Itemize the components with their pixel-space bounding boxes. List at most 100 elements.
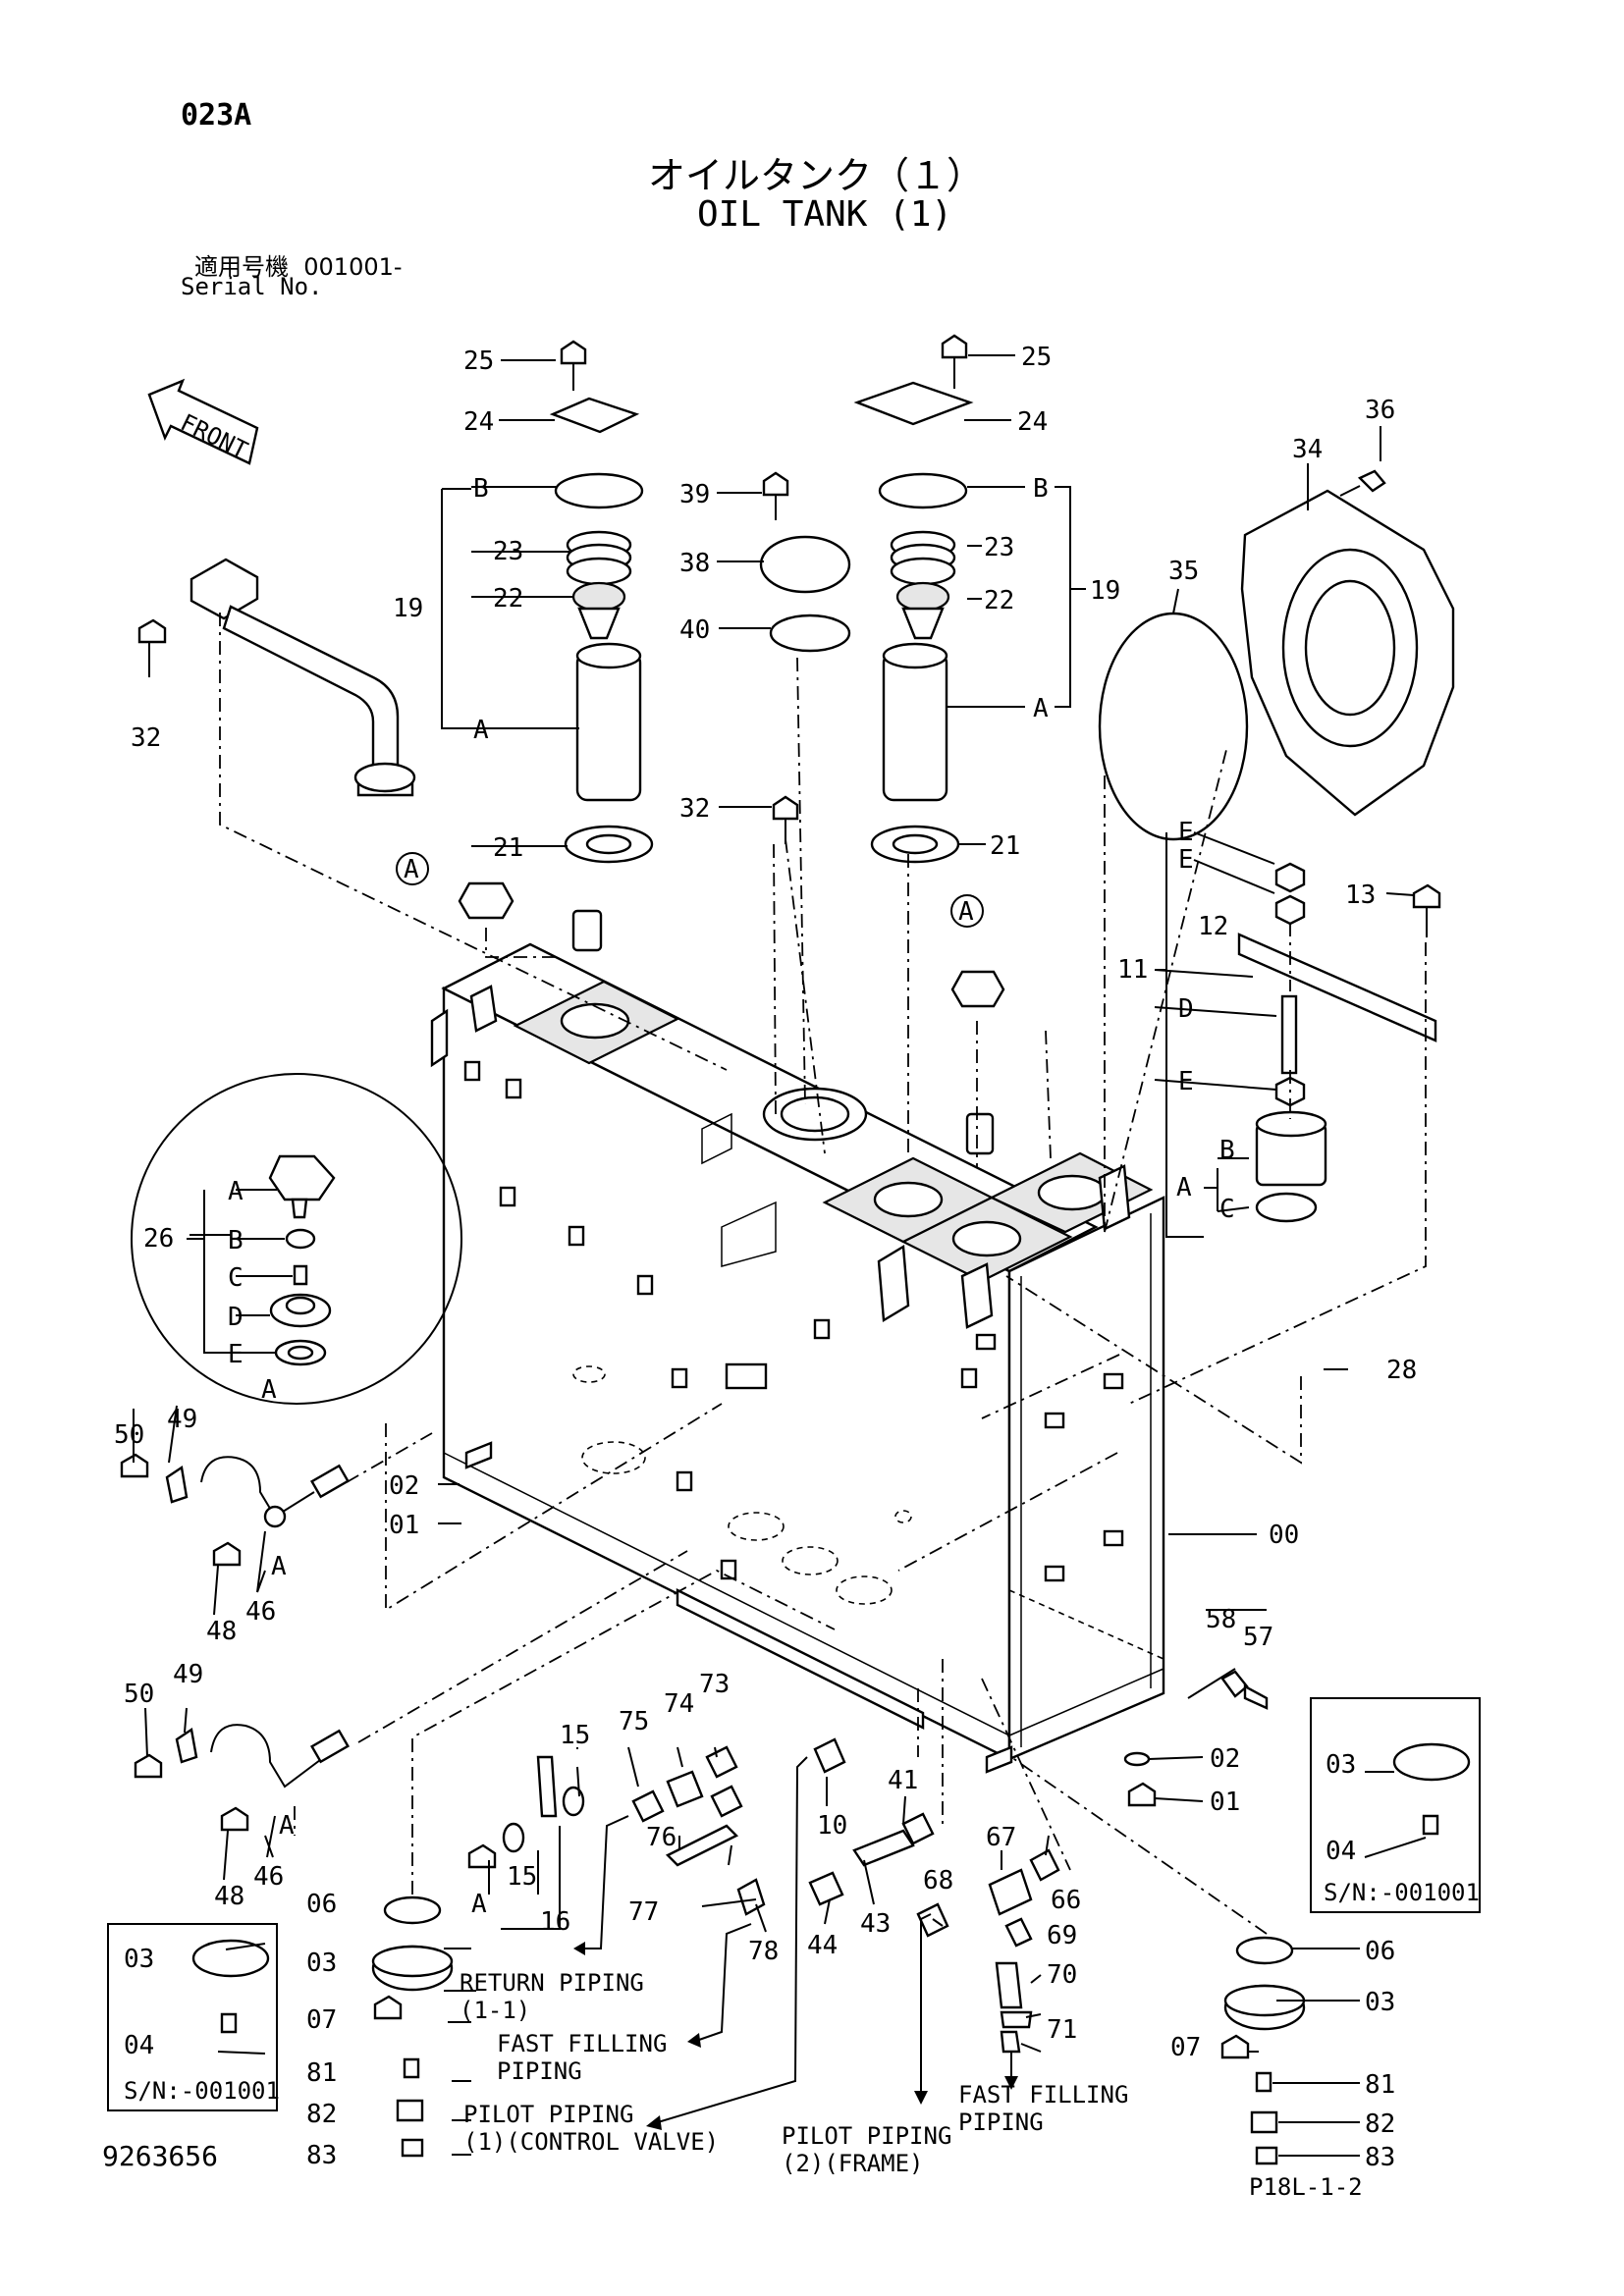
callout-02-right: 02 [1210, 1744, 1240, 1774]
callout-76: 76 [646, 1823, 677, 1852]
callout-23-right: 23 [984, 533, 1014, 562]
callout-77: 77 [628, 1897, 659, 1927]
callout-c-breather: C [1219, 1195, 1235, 1224]
callout-22-right: 22 [984, 586, 1014, 615]
callout-50-lower: 50 [124, 1680, 154, 1709]
callout-24-right: 24 [1017, 407, 1048, 437]
svg-text:A: A [404, 855, 419, 884]
title-english: OIL TANK (1) [697, 194, 953, 235]
callout-71: 71 [1047, 2015, 1077, 2045]
callout-detail-e: E [228, 1340, 244, 1369]
callout-a-hose: A [471, 1890, 487, 1919]
note-return-piping: RETURN PIPING [460, 1969, 644, 1997]
inset-left: 03 04 S/N:-001001 [107, 1923, 280, 2111]
callout-69: 69 [1047, 1921, 1077, 1950]
callout-48-lower: 48 [214, 1882, 244, 1911]
inset-left-04: 04 [124, 2031, 154, 2060]
callout-74: 74 [664, 1689, 694, 1719]
callout-82-right: 82 [1365, 2109, 1395, 2139]
callout-78: 78 [748, 1937, 779, 1966]
callout-32-left: 32 [131, 723, 161, 753]
breather-assembly [1237, 862, 1441, 1223]
callout-a-left: A [473, 716, 489, 745]
callout-46-upper: 46 [245, 1597, 276, 1627]
callout-21-left: 21 [493, 833, 523, 863]
drain-assembly-left [371, 1896, 454, 2158]
leader-lines [133, 354, 1427, 2157]
callout-15-lower: 15 [507, 1862, 537, 1892]
sensor-cable-upper [120, 1453, 350, 1567]
callout-50-upper: 50 [114, 1420, 144, 1450]
note-pilot-piping-2: PILOT PIPING [782, 2122, 951, 2150]
callout-35: 35 [1168, 557, 1199, 586]
callout-49-upper: 49 [167, 1405, 197, 1434]
inset-left-03: 03 [124, 1945, 154, 1974]
callout-34: 34 [1292, 435, 1323, 464]
callout-73: 73 [699, 1670, 730, 1699]
callout-01-left: 01 [389, 1511, 419, 1540]
sensor-cable-lower [134, 1724, 350, 1832]
reference-lines [219, 613, 1427, 1935]
piping-arrows [573, 1756, 1018, 2130]
serial-label-en: Serial No. [181, 273, 323, 300]
inset-right-04: 04 [1326, 1837, 1356, 1866]
callout-a-wire-lower: A [279, 1811, 295, 1841]
oil-tank-body [430, 942, 1165, 1774]
callout-a-wire-upper: A [271, 1552, 287, 1581]
callout-36: 36 [1365, 396, 1395, 425]
callout-b-right: B [1033, 474, 1049, 504]
side-cover [1098, 469, 1455, 841]
filter-assembly-right [853, 334, 974, 864]
lower-fittings [467, 1670, 1269, 2054]
inset-right-03: 03 [1326, 1750, 1356, 1780]
callout-b-left: B [473, 474, 489, 504]
inset-left-serial: S/N:-001001 [124, 2077, 280, 2105]
callout-12: 12 [1198, 912, 1228, 941]
callout-e-3: E [1178, 1067, 1194, 1096]
serial-value: 001001- [303, 253, 403, 281]
callout-a-right: A [1033, 694, 1049, 723]
callout-83-left: 83 [306, 2141, 337, 2170]
note-pilot-piping-1: PILOT PIPING [463, 2101, 633, 2128]
callout-d-right: D [1178, 994, 1194, 1024]
note-fast-filling-a: FAST FILLING [497, 2030, 667, 2057]
callout-49-lower: 49 [173, 1660, 203, 1689]
callout-01-right: 01 [1210, 1788, 1240, 1817]
callout-06-left: 06 [306, 1890, 337, 1919]
callout-39: 39 [679, 480, 710, 509]
callout-41: 41 [888, 1766, 918, 1795]
callout-66: 66 [1051, 1886, 1081, 1915]
inset-right: 03 04 S/N:-001001 [1310, 1697, 1481, 1913]
callout-15-upper: 15 [560, 1721, 590, 1750]
filter-assembly-left [549, 340, 654, 864]
callout-81-left: 81 [306, 2058, 337, 2088]
callout-67: 67 [986, 1823, 1016, 1852]
callout-38: 38 [679, 549, 710, 578]
piping-notes: RETURN PIPING (1-1) FAST FILLING PIPING … [460, 1969, 1128, 2177]
callout-detail-c: C [228, 1263, 244, 1293]
callout-21-right: 21 [990, 831, 1020, 861]
callout-19-right: 19 [1090, 576, 1120, 606]
callout-48-upper: 48 [206, 1617, 237, 1646]
breather-a-left [396, 852, 603, 952]
callout-02-left: 02 [389, 1471, 419, 1501]
note-pilot-piping-2-ref: (2)(FRAME) [782, 2150, 924, 2177]
callout-28: 28 [1386, 1356, 1417, 1385]
callout-26: 26 [143, 1224, 174, 1254]
callout-10: 10 [817, 1811, 847, 1841]
note-fast-filling-b-2: PIPING [958, 2109, 1044, 2136]
callout-detail-a-bottom: A [261, 1375, 277, 1405]
callout-40: 40 [679, 615, 710, 645]
callout-detail-b: B [228, 1226, 244, 1255]
callout-06-right: 06 [1365, 1937, 1395, 1966]
circled-a-markers: A A [404, 855, 974, 927]
callout-75: 75 [619, 1707, 649, 1736]
callout-44: 44 [807, 1931, 838, 1960]
callout-07-left: 07 [306, 2005, 337, 2035]
breather-a-right [950, 894, 1005, 1155]
callout-57: 57 [1243, 1623, 1273, 1652]
callout-00: 00 [1269, 1521, 1299, 1550]
note-fast-filling-b: FAST FILLING [958, 2081, 1128, 2109]
callout-labels: 25 24 B 23 22 19 A 21 32 39 38 40 32 25 … [114, 343, 1417, 2172]
